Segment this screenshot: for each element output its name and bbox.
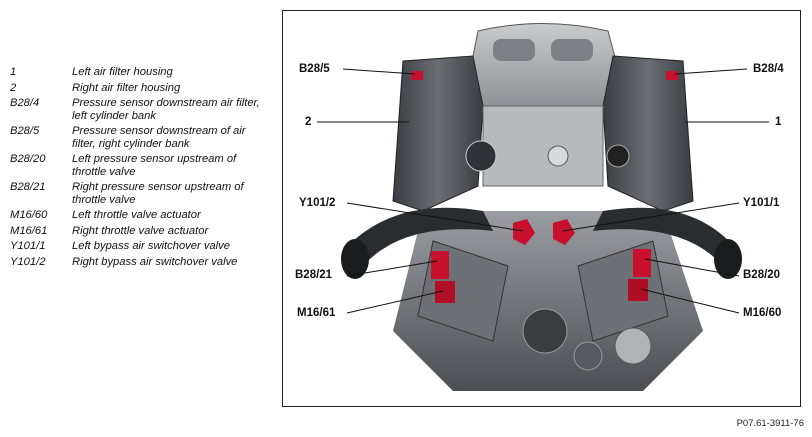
y101-1-valve	[553, 219, 575, 245]
legend-code: M16/61	[10, 224, 48, 237]
engine-cover	[462, 23, 629, 107]
legend-row: M16/60 Left throttle valve actuator	[10, 209, 272, 221]
oil-cap	[547, 145, 569, 167]
cover-vent-left	[493, 39, 535, 61]
legend-row: B28/4 Pressure sensor downstream air filt…	[10, 97, 272, 122]
callout-b28-21: B28/21	[295, 269, 333, 281]
legend-description: Left air filter housing	[72, 66, 173, 78]
idler-pulley	[573, 341, 603, 371]
m16-61-actuator	[435, 281, 455, 303]
callout-2: 2	[305, 116, 312, 128]
legend-code: B28/5	[10, 125, 40, 138]
callout-1: 1	[775, 116, 782, 128]
alternator	[614, 327, 652, 365]
legend-list: 1 Left air filter housing 2 Right air filte…	[10, 66, 272, 272]
engine-illustration	[317, 23, 769, 391]
air-filter-housing-left	[392, 55, 484, 212]
callout-b28-5: B28/5	[299, 63, 330, 75]
legend-description: Right throttle valve actuator	[72, 224, 209, 237]
legend-row: M16/61 Right throttle valve actuator	[10, 225, 272, 237]
legend-description: Left pressure sensor upstream of throttl…	[72, 153, 237, 178]
legend-row: B28/5 Pressure sensor downstream of air f…	[10, 125, 272, 150]
legend-row: Y101/2 Right bypass air switchover valve	[10, 256, 272, 268]
air-filter-housing-right	[602, 55, 694, 212]
intake-opening-left	[341, 239, 369, 279]
legend-code: B28/21	[10, 181, 46, 194]
legend-code: B28/20	[10, 153, 46, 166]
b28-20-sensor	[633, 249, 651, 277]
legend-code: B28/4	[10, 97, 40, 110]
legend-description: Left bypass air switchover valve	[72, 240, 230, 253]
legend-description: Right bypass air switchover valve	[72, 255, 238, 268]
b28-4-sensor	[666, 71, 678, 80]
filler-cap	[606, 144, 630, 168]
b28-5-sensor	[411, 71, 423, 80]
legend-code: Y101/2	[10, 255, 46, 268]
cover-vent-right	[551, 39, 593, 61]
legend-code: 1	[10, 66, 17, 78]
callout-y101-2: Y101/2	[299, 197, 336, 209]
legend-row: B28/20 Left pressure sensor upstream of t…	[10, 153, 272, 178]
legend-description: Pressure sensor downstream of air filter…	[72, 125, 246, 150]
legend-code: Y101/1	[10, 240, 46, 253]
m16-60-actuator	[628, 279, 648, 301]
intake-pipe-left	[343, 207, 493, 266]
legend-description: Right air filter housing	[72, 81, 181, 94]
legend-row: 1 Left air filter housing	[10, 66, 272, 78]
legend-row: Y101/1 Left bypass air switchover valve	[10, 240, 272, 252]
callout-b28-20: B28/20	[743, 269, 781, 281]
callout-y101-1: Y101/1	[743, 197, 780, 209]
logo-emblem	[465, 140, 497, 172]
leader-lines	[317, 68, 769, 314]
legend-description: Right pressure sensor upstream of thrott…	[72, 181, 244, 206]
b28-21-sensor	[431, 251, 449, 279]
legend-description: Left throttle valve actuator	[72, 209, 201, 222]
intake-pipe-right	[593, 207, 738, 266]
legend-code: 2	[10, 81, 17, 94]
legend-row: 2 Right air filter housing	[10, 82, 272, 94]
engine-center	[482, 105, 604, 187]
callout-b28-4: B28/4	[753, 63, 784, 75]
y101-2-valve	[513, 219, 535, 245]
callout-m16-60: M16/60	[743, 307, 782, 319]
legend-description: Pressure sensor downstream air filter, l…	[72, 97, 260, 122]
intake-opening-right	[714, 239, 742, 279]
callout-m16-61: M16/61	[297, 307, 336, 319]
figure-id: P07.61-3911-76	[736, 418, 804, 429]
legend-code: M16/60	[10, 209, 48, 222]
legend-row: B28/21 Right pressure sensor upstream of …	[10, 181, 272, 206]
engine-figure: B28/5 B28/4 2 1 Y101/2 Y101/1 B28/21 B28…	[282, 10, 801, 407]
crank-pulley	[522, 308, 568, 354]
